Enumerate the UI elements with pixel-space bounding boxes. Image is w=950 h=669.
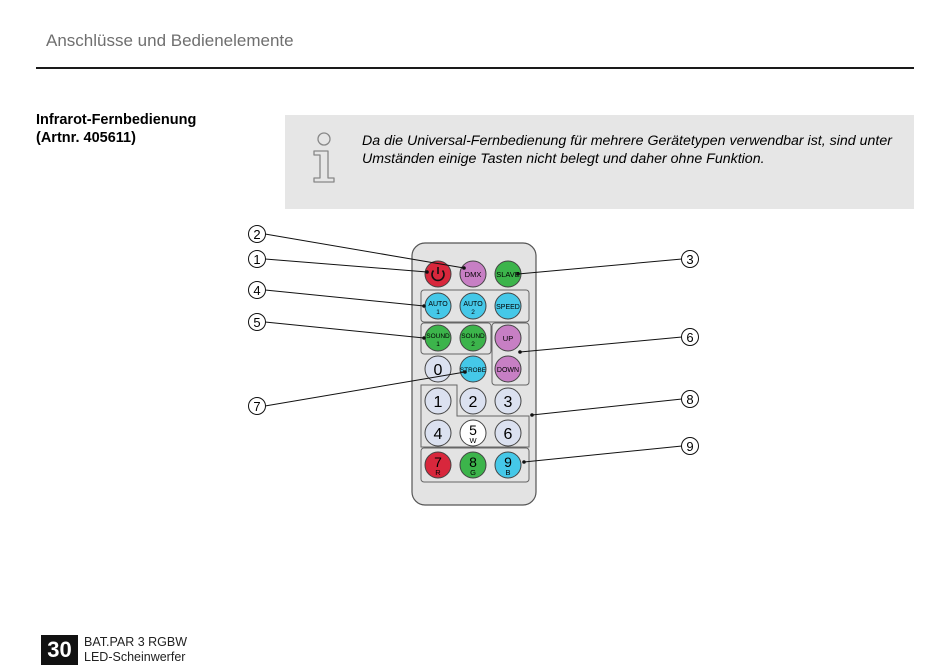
zero-label: 0 (434, 362, 443, 379)
six-label: 6 (504, 426, 513, 443)
five-sub: W (469, 436, 477, 445)
power-button[interactable] (424, 260, 452, 288)
svg-text:1: 1 (253, 252, 260, 267)
dmx-button[interactable]: DMX (459, 260, 487, 288)
callout-line-2 (264, 233, 465, 269)
eight-sub: G (470, 468, 476, 477)
two-label: 2 (469, 394, 478, 411)
callout-line-8 (531, 398, 683, 416)
callout-line-9 (523, 445, 683, 463)
info-note-text: Da die Universal-Fernbedienung für mehre… (362, 132, 907, 168)
seven-sub: R (435, 468, 441, 477)
strobe-button[interactable]: STROBE (459, 355, 487, 383)
svg-text:7: 7 (253, 399, 260, 414)
footer-product: BAT.PAR 3 RGBW LED-Scheinwerfer (84, 635, 187, 665)
page-header: Anschlüsse und Bedienelemente (46, 31, 294, 50)
five-button[interactable]: 5 W (459, 419, 487, 447)
info-icon (313, 132, 335, 183)
svg-text:4: 4 (253, 283, 260, 298)
svg-text:9: 9 (686, 439, 693, 454)
five-label: 5 (469, 422, 477, 438)
speed-label: SPEED (496, 304, 520, 311)
sound2-button[interactable]: SOUND 2 (459, 324, 487, 352)
dmx-label: DMX (465, 270, 482, 279)
callout-6: 6 (681, 328, 699, 346)
footer-line2: LED-Scheinwerfer (84, 650, 186, 664)
callout-9: 9 (681, 437, 699, 455)
callout-line-3 (517, 258, 683, 275)
sound2-label: SOUND (461, 333, 485, 340)
header-rule (36, 67, 914, 69)
one-label: 1 (434, 394, 443, 411)
callout-line-6 (519, 336, 683, 353)
three-label: 3 (504, 394, 513, 411)
strobe-label: STROBE (460, 367, 486, 374)
slave-label: SLAVE (496, 270, 520, 279)
sound1-button[interactable]: SOUND 1 (424, 324, 452, 352)
three-button[interactable]: 3 (494, 387, 522, 415)
svg-text:2: 2 (253, 227, 260, 242)
seven-button[interactable]: 7 R (424, 451, 452, 479)
up-button[interactable]: UP (494, 324, 522, 352)
section-title-line1: Infrarot-Fernbedienung (36, 112, 197, 128)
one-button[interactable]: 1 (424, 387, 452, 415)
callout-7: 7 (248, 397, 266, 415)
sound1-sub: 1 (436, 341, 440, 348)
nine-label: 9 (504, 454, 512, 470)
callout-line-4 (264, 289, 425, 307)
rgb-group-frame (420, 447, 530, 483)
info-note-line2: Umständen einige Tasten nicht belegt und… (362, 151, 765, 167)
sound-group-frame (420, 322, 492, 355)
callout-line-5 (264, 321, 425, 339)
svg-text:8: 8 (686, 392, 693, 407)
nine-sub: B (505, 468, 510, 477)
two-button[interactable]: 2 (459, 387, 487, 415)
svg-text:6: 6 (686, 330, 693, 345)
auto1-label: AUTO (428, 301, 448, 308)
auto2-sub: 2 (471, 309, 475, 316)
callout-3: 3 (681, 250, 699, 268)
auto2-label: AUTO (463, 301, 483, 308)
page-number: 30 (41, 635, 78, 665)
speed-button[interactable]: SPEED (494, 292, 522, 320)
up-label: UP (503, 334, 513, 343)
seven-label: 7 (434, 454, 442, 470)
section-title: Infrarot-Fernbedienung (Artnr. 405611) (36, 111, 196, 147)
info-note-line1: Da die Universal-Fernbedienung für mehre… (362, 133, 892, 149)
nine-button[interactable]: 9 B (494, 451, 522, 479)
auto1-button[interactable]: AUTO 1 (424, 292, 452, 320)
digits-group-frame (420, 384, 530, 448)
sound2-sub: 2 (471, 341, 475, 348)
sound1-label: SOUND (426, 333, 450, 340)
four-label: 4 (434, 426, 443, 443)
four-button[interactable]: 4 (424, 419, 452, 447)
down-button[interactable]: DOWN (494, 355, 522, 383)
svg-text:3: 3 (686, 252, 693, 267)
auto1-sub: 1 (436, 309, 440, 316)
callout-2: 2 (248, 225, 266, 243)
callout-8: 8 (681, 390, 699, 408)
callout-line-1 (264, 258, 428, 273)
eight-label: 8 (469, 454, 477, 470)
section-title-line2: (Artnr. 405611) (36, 130, 136, 146)
callout-4: 4 (248, 281, 266, 299)
down-label: DOWN (497, 367, 519, 374)
callout-1: 1 (248, 250, 266, 268)
footer-line1: BAT.PAR 3 RGBW (84, 635, 188, 649)
info-note-box: Da die Universal-Fernbedienung für mehre… (285, 115, 914, 209)
six-button[interactable]: 6 (494, 419, 522, 447)
power-icon (431, 267, 445, 282)
callout-line-7 (264, 371, 466, 407)
svg-text:5: 5 (253, 315, 260, 330)
auto2-button[interactable]: AUTO 2 (459, 292, 487, 320)
callout-5: 5 (248, 313, 266, 331)
eight-button[interactable]: 8 G (459, 451, 487, 479)
updown-group-frame (491, 322, 530, 386)
